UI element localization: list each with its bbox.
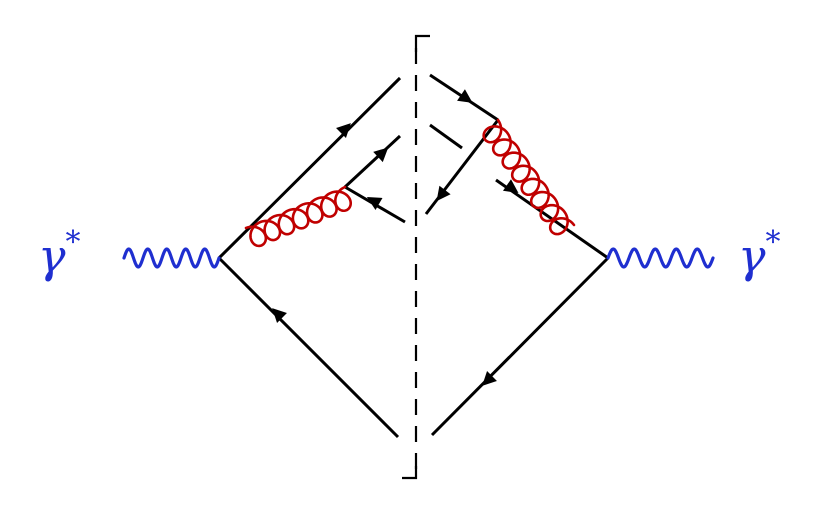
photon-line-left [122, 247, 221, 269]
arrow-icon [336, 123, 351, 138]
quark-line-lower-left [217, 256, 400, 439]
arrow-icon [502, 179, 519, 194]
arrow-icon [436, 185, 451, 202]
cut-bottom-bracket [402, 466, 418, 480]
quark-line-inner-right [429, 123, 463, 150]
arrow-icon [272, 308, 287, 323]
arrow-icon [457, 89, 473, 103]
quark-line-lower-right [430, 256, 610, 437]
quark-line-upper-left [217, 76, 402, 260]
cut-top-bracket [414, 34, 430, 52]
quark-lines [217, 73, 610, 439]
gluon-line-left [244, 185, 353, 248]
arrow-icon [366, 197, 383, 211]
photon-label-left: γ* [38, 225, 81, 283]
cut-line [402, 34, 430, 480]
quark-line-inner-up [343, 134, 402, 189]
gluon-line-right [482, 118, 576, 236]
photon-line-right [606, 247, 715, 269]
quark-line-inner-diagonal [424, 119, 500, 215]
photon-label-right: γ* [738, 225, 781, 283]
arrow-icon [373, 147, 389, 163]
